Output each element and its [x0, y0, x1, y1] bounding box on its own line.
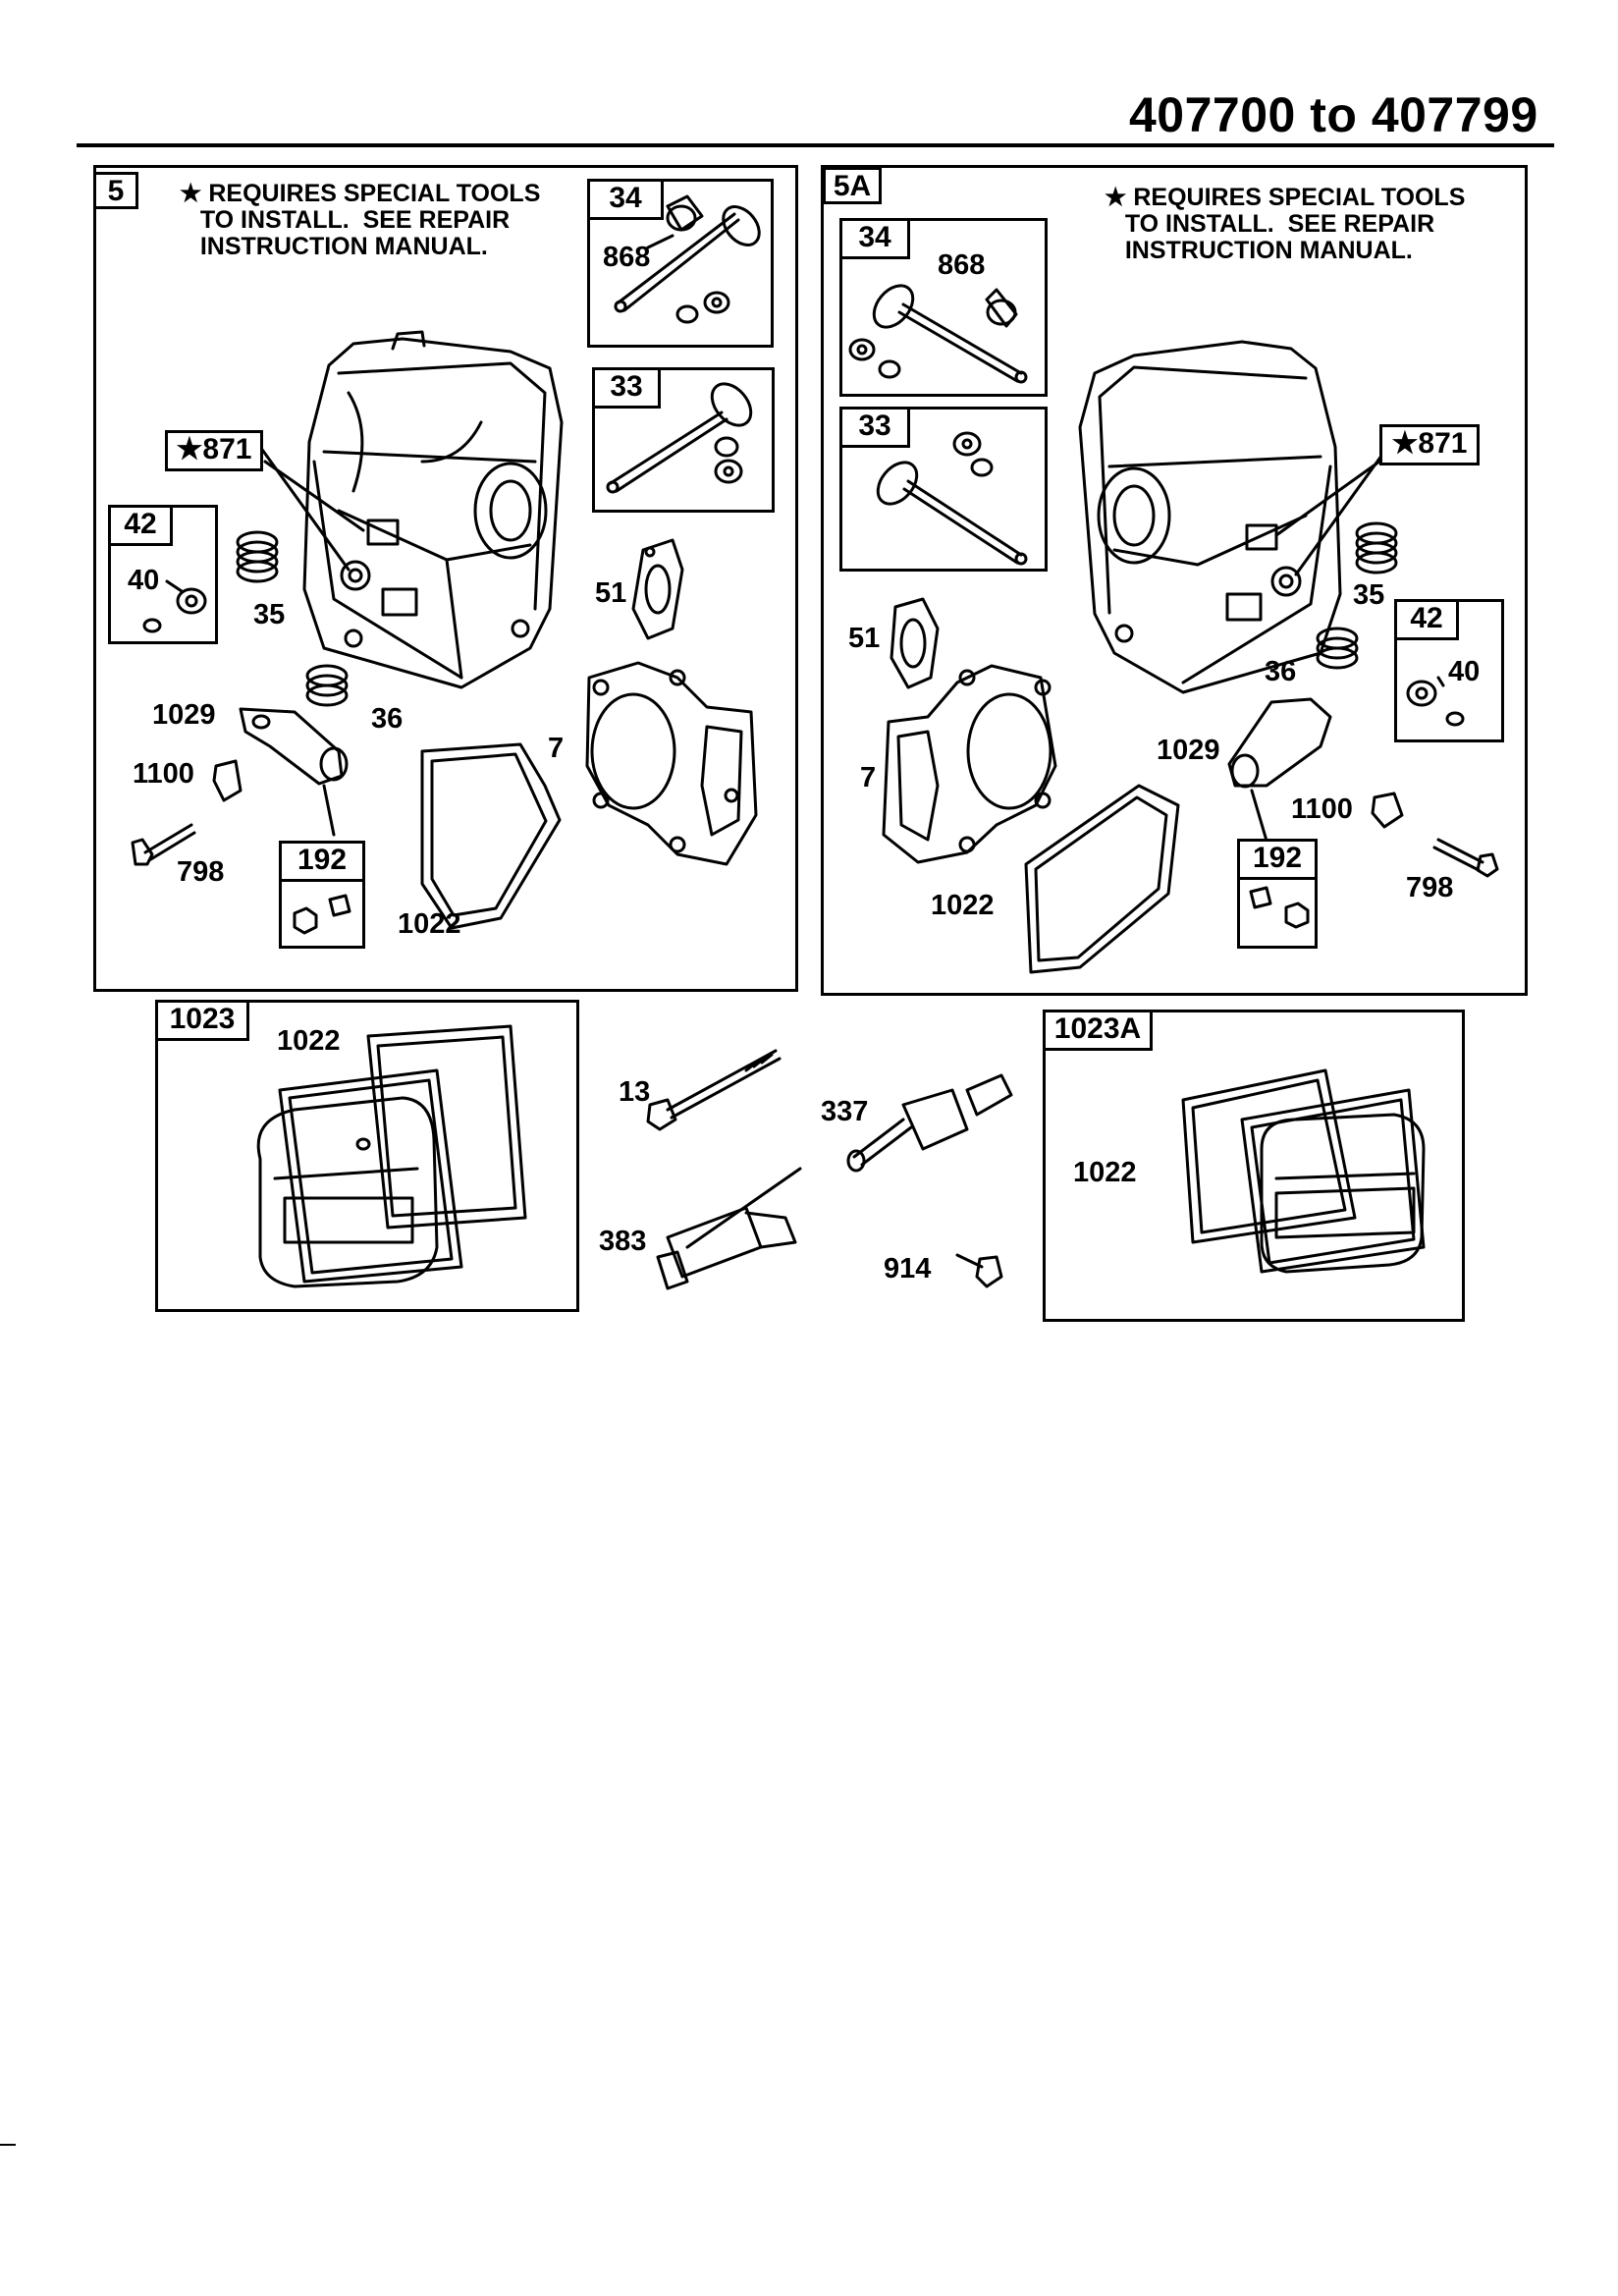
- part-label-1022-bottom-right: 1022: [1073, 1157, 1137, 1188]
- nut-192-right-icon: [1284, 902, 1310, 929]
- part-label-1029-right: 1029: [1157, 735, 1220, 766]
- bolt-13-icon: [646, 1049, 782, 1131]
- valve-cover-gasket-1022-right-icon: [1024, 784, 1180, 974]
- part-label-40-right: 40: [1448, 656, 1481, 687]
- part-label-35-left: 35: [253, 599, 286, 630]
- part-label-7-right: 7: [860, 762, 877, 793]
- part-label-7-left: 7: [548, 733, 565, 764]
- tag-871-left: ★871: [165, 430, 263, 471]
- panel-1023a: [1043, 1010, 1465, 1322]
- spring-35-left-icon: [236, 530, 279, 583]
- screw-914-icon: [955, 1253, 1003, 1288]
- part-label-51-right: 51: [848, 623, 881, 654]
- ignition-383-icon: [656, 1167, 802, 1290]
- valve-cover-1023-icon: [256, 1024, 527, 1288]
- tag-1023a: 1023A: [1043, 1010, 1153, 1051]
- part-label-1100-right: 1100: [1291, 793, 1353, 825]
- gasket-51-right-icon: [890, 597, 940, 689]
- note-special-tools-left: ★ REQUIRES SPECIAL TOOLS TO INSTALL. SEE…: [180, 180, 541, 260]
- washer-40-right-icon: [1406, 680, 1437, 707]
- subpanel-33-left: [592, 367, 775, 513]
- tag-33-left: 33: [592, 367, 661, 409]
- bolt-798-right-icon: [1432, 838, 1499, 878]
- part-label-1100-left: 1100: [133, 758, 194, 790]
- tag-42-left: 42: [108, 505, 173, 546]
- valve-34-right-icon: [848, 284, 1028, 384]
- part-label-13: 13: [619, 1076, 651, 1108]
- note-special-tools-right: ★ REQUIRES SPECIAL TOOLS TO INSTALL. SEE…: [1105, 184, 1466, 264]
- subpanel-33-right: [839, 407, 1048, 572]
- valve-33-right-icon: [876, 431, 1028, 566]
- panel-5a: [821, 165, 1528, 996]
- margin-dash: [0, 2144, 16, 2146]
- part-label-1022-right: 1022: [931, 890, 995, 921]
- panel-tag-5a: 5A: [823, 167, 882, 204]
- gasket-51-left-icon: [631, 538, 684, 640]
- part-label-36-left: 36: [371, 703, 404, 735]
- part-label-1022-left: 1022: [398, 908, 461, 940]
- spring-35-right-icon: [1355, 521, 1398, 574]
- rocker-nut-1100-left-icon: [212, 759, 243, 802]
- spark-plug-337-icon: [846, 1073, 1013, 1173]
- head-gasket-7-right-icon: [882, 664, 1057, 864]
- part-label-914: 914: [884, 1253, 932, 1285]
- part-label-51-left: 51: [595, 577, 627, 609]
- tag-33-right: 33: [839, 407, 910, 448]
- panel-tag-5: 5: [93, 172, 138, 209]
- spring-36-left-icon: [305, 664, 349, 707]
- part-label-337: 337: [821, 1096, 869, 1127]
- header-rule: [77, 143, 1554, 147]
- page-title: 407700 to 407799: [1129, 87, 1538, 142]
- tag-192-right: 192: [1237, 839, 1318, 880]
- valve-34-left-icon: [614, 194, 761, 324]
- part-label-868-right: 868: [938, 249, 986, 281]
- part-label-1022-bottom-left: 1022: [277, 1025, 341, 1057]
- tag-34-left: 34: [587, 179, 664, 220]
- washer-40-left-icon: [176, 587, 207, 615]
- tag-1023: 1023: [155, 1000, 249, 1041]
- tag-34-right: 34: [839, 218, 910, 259]
- part-label-35-right: 35: [1353, 579, 1385, 611]
- valve-cover-1023a-icon: [1181, 1068, 1426, 1274]
- part-label-383: 383: [599, 1226, 647, 1257]
- part-label-36-right: 36: [1265, 656, 1297, 687]
- subpanel-34-right: [839, 218, 1048, 397]
- spring-36-right-icon: [1316, 627, 1359, 670]
- part-label-868-left: 868: [603, 242, 651, 273]
- part-label-798-left: 798: [177, 856, 225, 888]
- valve-cover-gasket-1022-left-icon: [420, 742, 562, 930]
- rocker-arm-1029-right-icon: [1227, 697, 1332, 843]
- nut-192-left-icon: [293, 906, 318, 935]
- part-label-798-right: 798: [1406, 872, 1454, 903]
- bolt-798-left-icon: [131, 823, 196, 866]
- panel-5: [93, 165, 798, 992]
- cylinder-head-right-icon: [1078, 340, 1342, 694]
- part-label-1029-left: 1029: [152, 699, 216, 731]
- tag-192-left: 192: [279, 841, 365, 882]
- cylinder-head-left-icon: [302, 330, 564, 689]
- rocker-nut-1100-right-icon: [1371, 792, 1404, 829]
- tag-871-right: ★871: [1379, 424, 1480, 465]
- head-gasket-7-left-icon: [585, 661, 758, 866]
- panel-1023: [155, 1000, 579, 1312]
- subpanel-34-left: [587, 179, 774, 348]
- part-label-40-left: 40: [128, 565, 160, 596]
- tag-42-right: 42: [1394, 599, 1459, 640]
- rocker-arm-1029-left-icon: [239, 707, 349, 837]
- valve-33-left-icon: [606, 382, 753, 494]
